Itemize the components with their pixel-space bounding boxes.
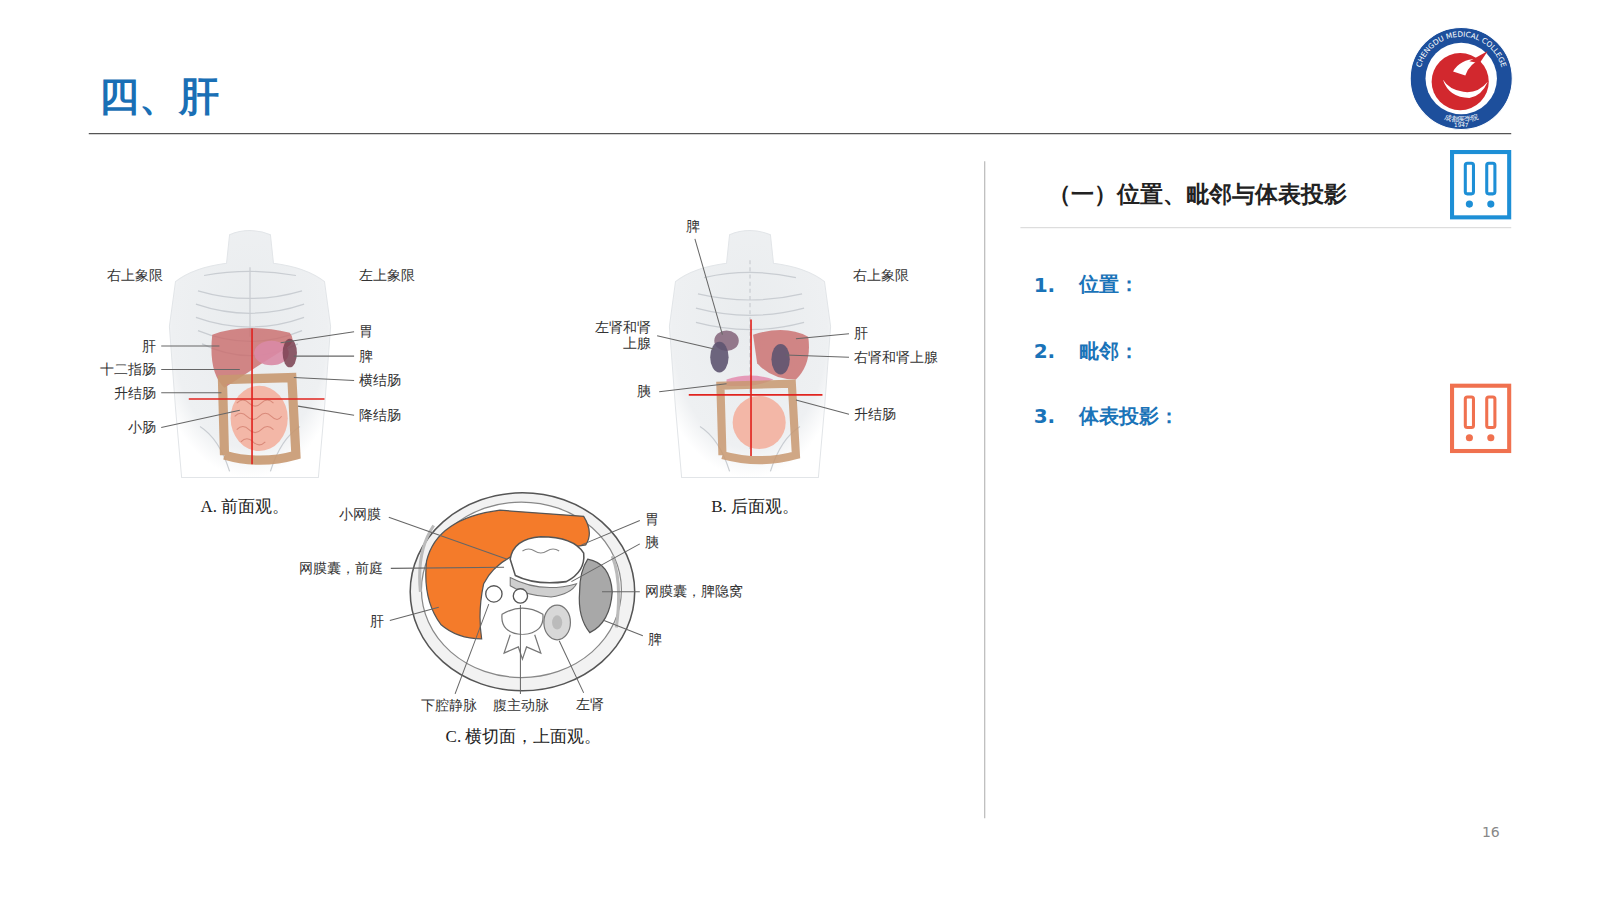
organ-label: 肝	[142, 338, 156, 355]
organ-label: 左肾	[576, 696, 604, 713]
logo-text: CHENGDU MEDICAL COLLEGE	[1414, 30, 1508, 69]
organ-label: 横结肠	[359, 372, 401, 389]
leader-line	[161, 332, 354, 428]
item-number: 2.	[1034, 339, 1056, 363]
organ-label: 升结肠	[114, 385, 156, 402]
logo-text: CHENGDU MEDICAL COLLEGE成都医学院1947	[1414, 30, 1508, 128]
figure-caption: C. 横切面，上面观。	[446, 725, 602, 748]
note-icon	[1452, 152, 1509, 217]
divider	[984, 161, 985, 818]
organ-label: 脾	[359, 348, 373, 365]
organ-label: 胃	[645, 511, 659, 528]
organ-label: 胰	[645, 534, 659, 551]
cross-section	[410, 493, 634, 691]
organ-label: 小网膜	[339, 506, 381, 523]
organ-label: 降结肠	[359, 407, 401, 424]
note-icon	[1452, 386, 1509, 451]
quadrant-label: 右上象限	[853, 267, 909, 284]
figure-caption: B. 后面观。	[711, 495, 799, 518]
slide-title: 四、肝	[99, 69, 219, 124]
organ-label: 网膜囊，前庭	[299, 560, 383, 577]
logo-text: CHENGDU MEDICAL COLLEGE	[1414, 30, 1508, 69]
item-number: 3.	[1034, 404, 1056, 428]
organ-label: 肝	[854, 325, 868, 342]
item-label: 体表投影：	[1079, 403, 1179, 430]
organ-label: 右肾和肾上腺	[854, 349, 938, 366]
torso-back	[669, 231, 830, 478]
organ-label: 左肾和肾上腺	[591, 320, 651, 351]
section-heading: （一）位置、毗邻与体表投影	[1048, 179, 1347, 210]
torso-front	[169, 231, 330, 478]
organ-label: 十二指肠	[100, 361, 156, 378]
quadrant-label: 右上象限	[107, 267, 163, 284]
quadrant-label: 左上象限	[359, 267, 415, 284]
organ-label: 小肠	[128, 419, 156, 436]
organ-label: 胃	[359, 323, 373, 340]
organ-label: 脾	[648, 631, 662, 648]
organ-label: 脾	[686, 218, 700, 235]
organ-label: 腹主动脉	[493, 697, 549, 714]
item-label: 毗邻：	[1079, 338, 1139, 365]
item-label: 位置：	[1079, 271, 1139, 298]
item-number: 1.	[1034, 273, 1056, 297]
page-number: 16	[1482, 824, 1500, 840]
logo-year: 1947	[1454, 122, 1469, 128]
heading-rule	[1020, 227, 1511, 228]
college-logo	[1410, 28, 1512, 130]
organ-label: 胰	[637, 383, 651, 400]
organ-label: 网膜囊，脾隐窝	[645, 583, 743, 600]
title-rule	[89, 133, 1511, 134]
organ-label: 下腔静脉	[421, 697, 477, 714]
figure-caption: A. 前面观。	[201, 495, 290, 518]
organ-label: 肝	[370, 613, 384, 630]
leader-line	[389, 517, 643, 694]
organ-label: 升结肠	[854, 406, 896, 423]
leader-line	[657, 239, 849, 415]
